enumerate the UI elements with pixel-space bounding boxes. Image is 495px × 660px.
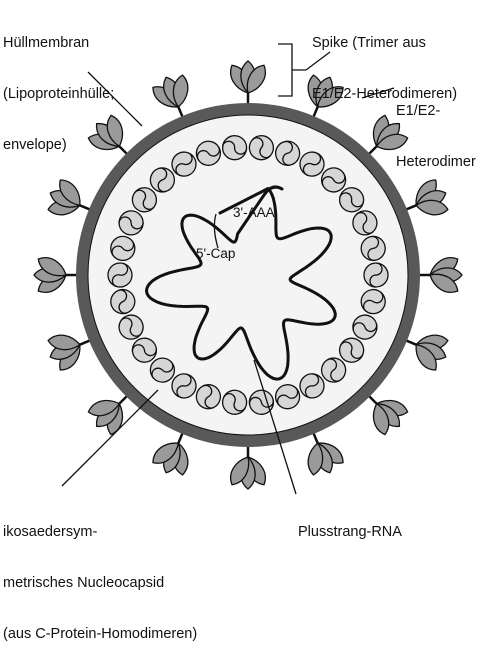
spike-trimer	[47, 179, 92, 216]
capsomer	[248, 389, 275, 415]
spike-trimer	[307, 431, 344, 476]
capsomer	[171, 151, 197, 177]
heterodimer-petal	[375, 133, 409, 151]
spike-trimer	[230, 60, 266, 105]
capsomer	[118, 210, 144, 236]
spike-trimer	[87, 394, 129, 436]
heterodimer-petal	[429, 273, 459, 293]
capsomer	[131, 187, 158, 213]
leader-five-prime	[213, 213, 219, 249]
capsomer	[110, 235, 136, 262]
label-envelope-line-1: Hüllmembran	[3, 35, 90, 51]
label-spike-line-2: E1/E2-Heterodimeren)	[312, 86, 458, 102]
capsomer	[299, 373, 325, 399]
heterodimer-petal	[172, 74, 189, 108]
spike-trimer	[152, 74, 189, 119]
label-spike: Spike (Trimer aus E1/E2-Heterodimeren)	[312, 1, 457, 120]
capsomer	[131, 337, 158, 363]
spike-trimer	[47, 334, 92, 371]
capsomer	[338, 187, 365, 213]
label-nucleocapsid: ikosaedersym- metrisches Nucleocapsid (a…	[3, 490, 197, 660]
leader-envelope	[87, 71, 143, 127]
capsomer	[360, 288, 386, 315]
spike-trimer	[307, 74, 344, 119]
label-heterodimer-line-2: Heterodimer	[396, 154, 476, 170]
capsomer	[352, 314, 378, 340]
label-rna: Plusstrang-RNA	[298, 490, 402, 558]
virion-interior	[87, 114, 409, 436]
capsomer	[320, 167, 347, 193]
capsomer	[360, 235, 386, 262]
capsomer	[171, 373, 197, 399]
leader-spike	[305, 51, 331, 71]
heterodimer-petal	[37, 257, 67, 277]
label-nucleocapsid-line-2: metrisches Nucleocapsid	[3, 575, 165, 591]
heterodimer-petal	[106, 114, 124, 148]
capsomer	[320, 357, 347, 383]
spike-trimer	[87, 114, 129, 156]
spike-trimer	[404, 334, 449, 371]
label-envelope: Hüllmembran (Lipoproteinhülle; envelope)	[3, 1, 114, 171]
spike-trimer	[367, 114, 409, 156]
leader-rna	[253, 359, 297, 495]
label-heterodimer: E1/E2- Heterodimer	[396, 69, 476, 188]
spike-trimer	[404, 179, 449, 216]
capsomer	[221, 135, 248, 161]
label-three-prime: 3'-AAA	[233, 205, 275, 220]
capsomer	[221, 389, 248, 415]
capsomer	[363, 262, 389, 288]
heterodimer-petal	[59, 179, 81, 207]
heterodimer-petal	[372, 402, 390, 436]
heterodimer-petal	[87, 399, 121, 417]
capsomer	[195, 140, 222, 166]
capsomer	[110, 288, 136, 315]
bracket-spike	[278, 43, 306, 97]
capsomer	[195, 384, 222, 410]
capsomer	[299, 151, 325, 177]
heterodimer-petal	[152, 442, 180, 464]
capsomer	[352, 210, 378, 236]
capsomer	[338, 337, 365, 363]
label-nucleocapsid-line-1: ikosaedersym-	[3, 524, 98, 540]
spike-trimer	[230, 445, 266, 490]
heterodimer-petal	[307, 442, 324, 476]
label-five-prime: 5'-Cap	[196, 246, 236, 261]
capsomer	[274, 140, 301, 166]
leader-lines	[61, 43, 395, 495]
leader-heterodimer	[361, 87, 395, 99]
label-nucleocapsid-line-3: (aus C-Protein-Homodimeren)	[3, 626, 198, 642]
label-envelope-line-2: (Lipoproteinhülle;	[3, 86, 115, 102]
heterodimer-petal	[47, 334, 81, 351]
rna-strand	[145, 185, 337, 381]
label-spike-line-1: Spike (Trimer aus	[312, 35, 426, 51]
capsomer	[107, 262, 133, 288]
heterodimer-petal	[415, 199, 449, 216]
virus-diagram	[33, 43, 463, 495]
capsomer	[274, 384, 301, 410]
spike-layer	[33, 60, 463, 490]
label-heterodimer-line-1: E1/E2-	[396, 103, 441, 119]
leader-nucleocapsid	[61, 389, 159, 487]
heterodimer-petal	[316, 86, 344, 108]
capsomer	[149, 357, 176, 383]
heterodimer-petal	[246, 64, 266, 94]
capsomer	[248, 135, 275, 161]
spike-trimer	[152, 431, 189, 476]
nucleocapsid-ring	[107, 135, 389, 415]
heterodimer-petal	[230, 456, 250, 486]
label-envelope-line-3: envelope)	[3, 137, 67, 153]
spike-trimer	[367, 394, 409, 436]
capsomer	[149, 167, 176, 193]
spike-trimer	[418, 257, 463, 293]
spike-trimer	[33, 257, 78, 293]
capsomer	[118, 314, 144, 340]
label-rna-line-1: Plusstrang-RNA	[298, 524, 402, 540]
heterodimer-petal	[415, 343, 437, 371]
